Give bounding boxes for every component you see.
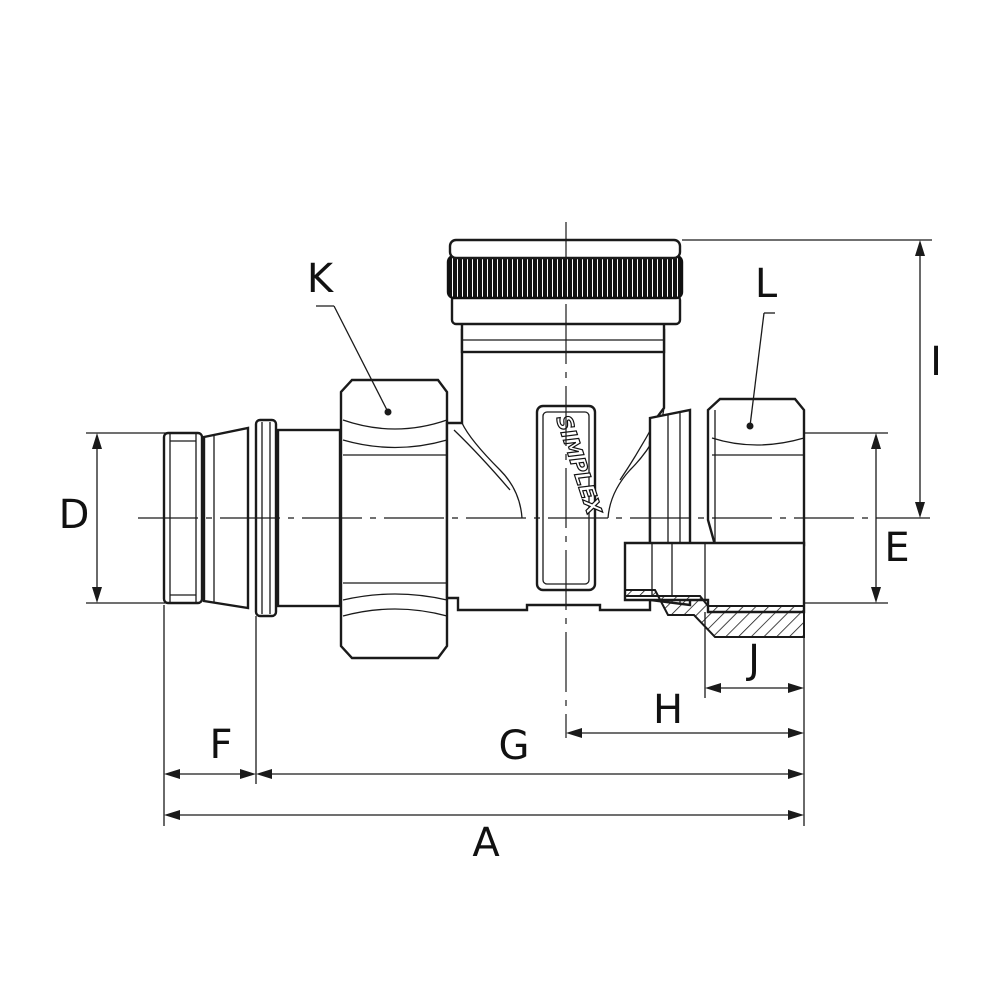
label-i: I bbox=[930, 339, 942, 385]
label-j: J bbox=[745, 637, 760, 683]
union-nut-l bbox=[706, 397, 806, 547]
dimension-e bbox=[804, 432, 888, 604]
leader-l bbox=[746, 312, 775, 430]
label-e: E bbox=[884, 525, 909, 571]
valve-body: SIMPLEX bbox=[162, 238, 806, 660]
dimension-d bbox=[86, 432, 166, 604]
label-f: F bbox=[209, 722, 232, 768]
bonnet-neck bbox=[460, 320, 666, 354]
union-nut-k bbox=[339, 378, 449, 660]
label-l: L bbox=[755, 261, 778, 307]
dimension-g bbox=[256, 769, 804, 779]
dimension-f bbox=[164, 769, 256, 779]
knurled-cap bbox=[446, 254, 684, 300]
leader-k bbox=[316, 305, 392, 416]
label-a: A bbox=[472, 820, 500, 866]
label-h: H bbox=[653, 687, 683, 733]
cap-top bbox=[448, 238, 682, 260]
label-k: K bbox=[307, 256, 335, 302]
label-g: G bbox=[499, 723, 530, 769]
dimension-i bbox=[682, 239, 932, 518]
dimension-h bbox=[566, 728, 804, 738]
dimension-a bbox=[164, 810, 804, 820]
label-d: D bbox=[59, 492, 90, 538]
dimension-j bbox=[705, 683, 804, 693]
